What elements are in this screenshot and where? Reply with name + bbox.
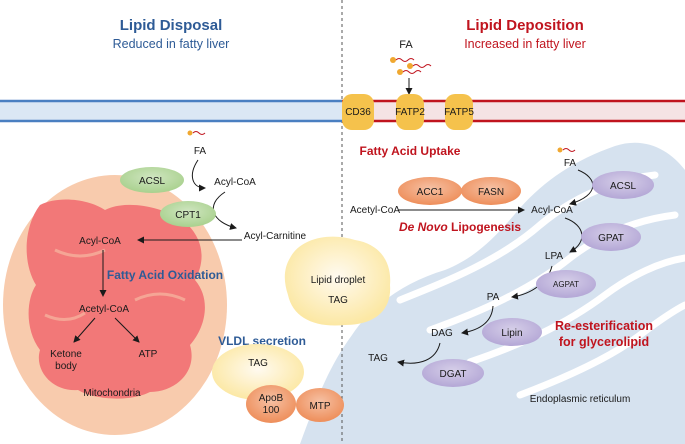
uptake-fa-label: FA bbox=[399, 39, 413, 51]
fa-right-molecule-icon bbox=[557, 147, 563, 153]
svg-text:AGPAT: AGPAT bbox=[553, 280, 579, 289]
svg-text:FATP5: FATP5 bbox=[444, 107, 474, 118]
fa-to-acylcoa-arrow bbox=[191, 159, 206, 192]
fasn-enzyme: FASN bbox=[461, 177, 521, 205]
svg-text:ACSL: ACSL bbox=[139, 176, 166, 187]
mitochondria-label: Mitochondria bbox=[83, 388, 141, 399]
mtp-protein: MTP bbox=[296, 388, 344, 422]
uptake-title: Fatty Acid Uptake bbox=[360, 144, 461, 158]
svg-text:FASN: FASN bbox=[478, 187, 504, 198]
svg-text:DGAT: DGAT bbox=[439, 369, 466, 380]
acsl-left-enzyme: ACSL bbox=[120, 167, 184, 193]
apob100-protein: ApoB 100 bbox=[246, 385, 296, 423]
transporter-cd36: CD36 bbox=[342, 94, 374, 130]
acetylcoa-to-atp-arrow bbox=[114, 317, 140, 343]
cpt1-enzyme: CPT1 bbox=[160, 201, 216, 227]
lipid-droplet-tag: TAG bbox=[328, 295, 348, 306]
oxidation-acyl-coa-mito: Acyl-CoA bbox=[79, 236, 121, 247]
acsl-right-enzyme: ACSL bbox=[592, 171, 654, 199]
acetylcoa-to-ketone-arrow bbox=[73, 317, 96, 343]
svg-text:ACSL: ACSL bbox=[610, 181, 637, 192]
acc1-enzyme: ACC1 bbox=[398, 177, 462, 205]
oxidation-acyl-carnitine: Acyl-Carnitine bbox=[244, 231, 307, 242]
denovo-acetyl-coa: Acetyl-CoA bbox=[350, 205, 400, 216]
agpat-enzyme: AGPAT bbox=[536, 270, 596, 298]
oxidation-acetyl-coa: Acetyl-CoA bbox=[79, 304, 129, 315]
denovo-acyl-coa: Acyl-CoA bbox=[531, 205, 573, 216]
reester-dag: DAG bbox=[431, 328, 453, 339]
gpat-enzyme: GPAT bbox=[581, 223, 641, 251]
pa-to-dag-arrow bbox=[461, 305, 494, 336]
transporter-fatp5: FATP5 bbox=[444, 94, 474, 130]
svg-text:CD36: CD36 bbox=[345, 107, 371, 118]
lipid-droplet-shape bbox=[284, 236, 391, 326]
fatty-acid-molecules-icon bbox=[390, 57, 432, 75]
denovo-title: De Novo Lipogenesis bbox=[399, 220, 521, 234]
svg-text:100: 100 bbox=[263, 405, 280, 416]
vldl-title: VLDL secretion bbox=[218, 334, 306, 348]
oxidation-title: Fatty Acid Oxidation bbox=[107, 268, 223, 282]
vldl-tag: TAG bbox=[248, 358, 268, 369]
svg-text:CPT1: CPT1 bbox=[175, 210, 201, 221]
dgat-enzyme: DGAT bbox=[422, 359, 484, 387]
svg-text:ApoB: ApoB bbox=[259, 393, 284, 404]
vldl-particle-shape bbox=[212, 344, 304, 400]
reester-title-line1: Re-esterification bbox=[555, 319, 653, 333]
lipin-enzyme: Lipin bbox=[482, 318, 542, 346]
reester-fa: FA bbox=[564, 158, 577, 169]
oxidation-acyl-coa-top: Acyl-CoA bbox=[214, 177, 256, 188]
oxidation-body: body bbox=[55, 361, 77, 372]
reester-pa: PA bbox=[487, 292, 500, 303]
right-panel-subtitle: Increased in fatty liver bbox=[464, 37, 586, 51]
fa-molecule-icon bbox=[187, 130, 193, 136]
oxidation-atp: ATP bbox=[139, 349, 158, 360]
fa-tail-icon bbox=[192, 131, 206, 135]
svg-text:Lipin: Lipin bbox=[501, 328, 522, 339]
acylcoa-to-lpa-arrow bbox=[564, 217, 583, 253]
er-label: Endoplasmic reticulum bbox=[530, 394, 631, 405]
oxidation-fa: FA bbox=[194, 146, 207, 157]
transporter-fatp2: FATP2 bbox=[395, 94, 425, 130]
right-panel-title: Lipid Deposition bbox=[466, 17, 584, 34]
svg-text:FATP2: FATP2 bbox=[395, 107, 425, 118]
svg-text:ACC1: ACC1 bbox=[417, 187, 444, 198]
reester-lpa: LPA bbox=[545, 251, 563, 262]
reester-title-line2: for glycerolipid bbox=[559, 335, 649, 349]
svg-text:GPAT: GPAT bbox=[598, 233, 624, 244]
left-panel-title: Lipid Disposal bbox=[120, 17, 223, 34]
svg-text:MTP: MTP bbox=[309, 401, 330, 412]
acylcoa-to-carnitine-arrow bbox=[212, 191, 237, 230]
oxidation-ketone: Ketone bbox=[50, 349, 82, 360]
reester-tag: TAG bbox=[368, 353, 388, 364]
lipid-droplet-label: Lipid droplet bbox=[311, 275, 366, 286]
fa-right-tail-icon bbox=[562, 148, 576, 152]
dag-to-tag-arrow bbox=[397, 342, 441, 367]
left-panel-subtitle: Reduced in fatty liver bbox=[113, 37, 230, 51]
